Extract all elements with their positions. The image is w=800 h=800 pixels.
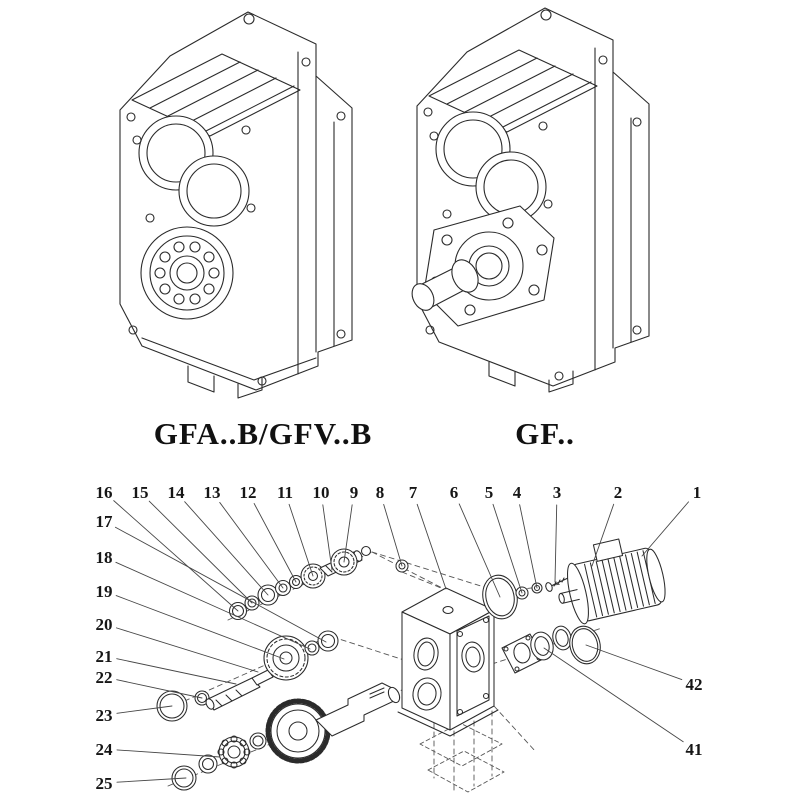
callout-number-15: 15 xyxy=(132,483,149,502)
leader-line-23 xyxy=(116,705,173,714)
callout-number-12: 12 xyxy=(240,483,257,502)
callout-number-10: 10 xyxy=(313,483,330,502)
callout-number-2: 2 xyxy=(614,483,623,502)
lifting-eye-icon xyxy=(540,9,552,21)
leader-line-14 xyxy=(184,501,269,596)
leader-line-9 xyxy=(343,504,353,563)
leader-line-19 xyxy=(115,595,285,660)
motor-terminal-box xyxy=(592,538,624,562)
leader-line-7 xyxy=(416,503,447,590)
callout-number-23: 23 xyxy=(96,706,113,725)
motor-flange xyxy=(566,562,589,625)
callout-number-13: 13 xyxy=(204,483,221,502)
callout-number-9: 9 xyxy=(350,483,359,502)
callout-number-3: 3 xyxy=(553,483,562,502)
motor-fan-cover xyxy=(646,548,666,603)
callout-number-41: 41 xyxy=(686,740,703,759)
leader-line-2 xyxy=(591,503,615,567)
gearbox-gf-drawing xyxy=(411,7,650,393)
leader-line-25 xyxy=(116,777,187,783)
intermediate-shaft-parts xyxy=(156,630,339,722)
leader-line-12 xyxy=(253,503,297,583)
leader-line-42 xyxy=(585,644,683,681)
leader-line-24 xyxy=(116,749,221,758)
gear-housing xyxy=(397,587,499,737)
leader-line-8 xyxy=(383,504,403,567)
leader-line-10 xyxy=(322,504,333,571)
callout-number-1: 1 xyxy=(693,483,702,502)
leader-line-18 xyxy=(115,561,311,650)
callout-number-7: 7 xyxy=(409,483,418,502)
leader-line-4 xyxy=(519,504,538,589)
callout-number-25: 25 xyxy=(96,774,113,793)
leader-line-17 xyxy=(114,526,327,643)
callout-number-20: 20 xyxy=(96,615,113,634)
model-label-gfab: GFA..B/GFV..B xyxy=(153,416,373,451)
callout-number-19: 19 xyxy=(96,582,113,601)
leader-line-13 xyxy=(219,502,284,589)
leader-line-3 xyxy=(554,504,558,583)
leader-line-22 xyxy=(116,679,203,699)
callout-number-6: 6 xyxy=(450,483,459,502)
leader-line-11 xyxy=(288,503,314,577)
callout-number-21: 21 xyxy=(96,647,113,666)
callout-number-14: 14 xyxy=(168,483,186,502)
leader-line-5 xyxy=(492,503,523,594)
motor-drawing xyxy=(558,538,666,625)
callout-number-16: 16 xyxy=(96,483,113,502)
callout-number-22: 22 xyxy=(96,668,113,687)
callout-number-24: 24 xyxy=(96,740,114,759)
leader-line-21 xyxy=(116,658,237,685)
callout-number-18: 18 xyxy=(96,548,113,567)
output-shaft-parts xyxy=(171,682,401,791)
leader-line-20 xyxy=(115,627,259,673)
leader-line-1 xyxy=(641,501,689,557)
leader-line-6 xyxy=(458,503,501,598)
input-shaft-parts xyxy=(228,545,372,621)
leader-line-41 xyxy=(543,647,684,743)
motor-shaft-end xyxy=(558,592,565,604)
leader-line-15 xyxy=(148,500,253,604)
leader-line-16 xyxy=(113,500,239,612)
gasket-plates xyxy=(419,722,505,793)
lifting-eye-icon xyxy=(243,13,255,25)
callout-number-5: 5 xyxy=(485,483,494,502)
callout-number-11: 11 xyxy=(277,483,293,502)
gearbox-gfab-drawing xyxy=(119,11,353,399)
output-cover-and-seals xyxy=(501,625,601,674)
callout-number-17: 17 xyxy=(96,512,114,531)
callout-layer: 1234567891011121314151617181920212223242… xyxy=(96,483,703,793)
callout-number-4: 4 xyxy=(513,483,522,502)
callout-number-8: 8 xyxy=(376,483,385,502)
callout-number-42: 42 xyxy=(686,675,703,694)
model-label-gf: GF.. xyxy=(515,416,575,451)
exploded-view-drawing: 1234567891011121314151617181920212223242… xyxy=(96,483,703,793)
